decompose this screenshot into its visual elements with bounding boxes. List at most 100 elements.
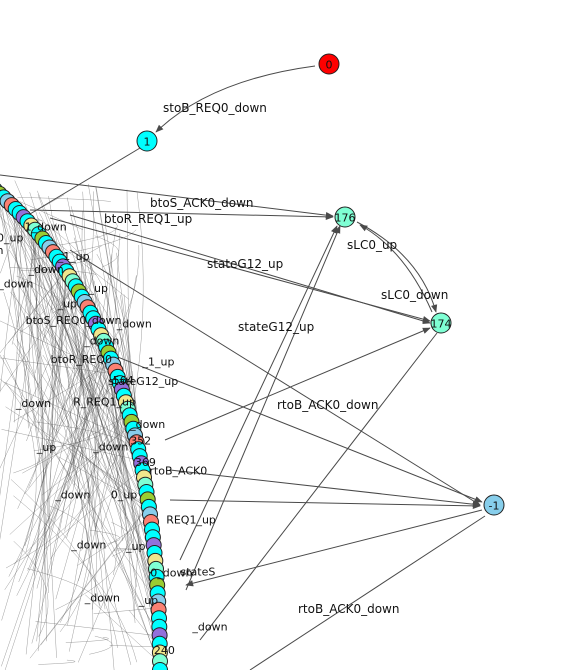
mesh-curve	[16, 338, 44, 488]
clutter-label: _down	[0, 244, 4, 257]
mesh-curve	[13, 495, 138, 663]
mesh-edge	[81, 346, 161, 645]
mesh-curve	[3, 355, 37, 553]
mesh-edge	[1, 351, 109, 667]
edge-labels: stoB_REQ0_down btoS_ACK0_down btoR_REQ1_…	[104, 101, 448, 616]
edge-arc-to-174-c	[164, 327, 431, 441]
mesh-curve	[19, 264, 52, 333]
mesh-edge	[41, 424, 133, 496]
mesh-edge	[36, 339, 104, 589]
clutter-label: _down	[15, 397, 51, 410]
mesh-edge	[24, 310, 90, 547]
clutter-label: _down	[28, 263, 64, 276]
mesh-edge	[85, 594, 161, 664]
mesh-edge	[24, 376, 118, 495]
arc-node-label: 240	[154, 644, 175, 657]
edge-label-rtob-ack0-down-b: rtoB_ACK0_down	[298, 602, 399, 616]
main-nodes: 0 1 176 174 -1	[136, 53, 505, 516]
edge-label-stob-req0-down: stoB_REQ0_down	[163, 101, 267, 115]
mesh-curve	[49, 383, 97, 610]
mesh-edge	[0, 198, 138, 492]
mesh-curve	[13, 541, 49, 637]
node-1-label: 1	[144, 136, 151, 149]
mesh-edge	[0, 285, 76, 392]
mesh-edge	[34, 265, 63, 576]
mesh-curve	[59, 437, 91, 623]
edge-0-to-1	[155, 65, 316, 133]
clutter-label: 1_down	[25, 220, 67, 233]
mesh-curve	[61, 274, 85, 539]
arc-node-label: 369	[135, 456, 156, 469]
mesh-edge	[67, 361, 113, 626]
node-0-circle	[318, 53, 340, 75]
edge-m1-to-arc	[185, 509, 483, 587]
mesh-edge	[91, 339, 104, 504]
arc-node-label: 564	[113, 374, 134, 387]
node-1[interactable]: 1	[136, 130, 158, 152]
mesh-edge	[46, 243, 110, 467]
mesh-edge	[66, 197, 160, 643]
arc-node[interactable]	[152, 662, 168, 670]
mesh-curve	[3, 291, 45, 652]
clutter-label: _1_up	[142, 356, 175, 369]
node-176-label: 176	[335, 212, 356, 225]
mesh-edge	[0, 206, 45, 473]
mesh-edge	[1, 316, 93, 621]
clutter-label: _up	[88, 282, 108, 295]
clutter-label: btoR_REQ0	[51, 353, 112, 366]
mesh-curve	[65, 446, 117, 576]
clutter-label: _down	[54, 488, 90, 501]
mesh-edge	[23, 217, 58, 371]
mesh-edge	[0, 269, 66, 354]
clutter-label: stateS	[181, 566, 216, 579]
mesh-edge	[0, 293, 81, 469]
mesh-edge	[0, 194, 109, 395]
mesh-curve	[113, 548, 136, 551]
mesh-edge	[109, 645, 160, 648]
edge-arc-to-176-b	[29, 209, 334, 221]
edge-label-stateg12-up-a: stateG12_up	[207, 257, 283, 271]
node-176-circle	[334, 206, 356, 228]
mesh-edge	[0, 230, 37, 497]
clutter-label: _up	[57, 297, 77, 310]
mesh-edge	[35, 621, 160, 637]
mesh-curve	[77, 331, 99, 582]
clutter-label: _down	[129, 418, 165, 431]
clutter-label: _down	[191, 621, 227, 634]
edge-arc-to-m1-d	[99, 349, 483, 503]
edge-label-btos-ack0-down: btoS_ACK0_down	[150, 196, 254, 210]
node-minus-1-circle	[483, 494, 505, 516]
node-0[interactable]: 0	[318, 53, 340, 75]
clutter-label: _down	[0, 278, 33, 291]
clutter-label: 0_up	[0, 232, 23, 245]
node-174[interactable]: 174	[430, 312, 452, 334]
mesh-edge	[38, 398, 160, 641]
arc-node-label: 352	[130, 435, 151, 448]
edge-1-to-arc	[29, 147, 141, 215]
node-174-circle	[430, 312, 452, 334]
mesh-curve	[65, 244, 140, 402]
mesh-edge	[0, 214, 22, 274]
mesh-curve	[49, 505, 89, 552]
edge-arc-to-m1-c	[169, 499, 481, 510]
mesh-curve	[111, 522, 132, 557]
node-minus-1[interactable]: -1	[483, 494, 505, 516]
mesh-edge	[93, 607, 159, 614]
mesh-curve	[36, 217, 111, 324]
mesh-edge	[0, 213, 161, 670]
clutter-label: rtoB_ACK0	[149, 464, 207, 477]
node-174-label: 174	[431, 318, 452, 331]
mesh-edge	[89, 311, 137, 588]
edge-label-slc0-up: sLC0_up	[347, 238, 397, 252]
mesh-curve	[51, 258, 94, 314]
mesh-curve	[23, 279, 75, 389]
mesh-curve	[59, 497, 93, 633]
clutter-label: btoS_REQ0_down	[26, 314, 122, 327]
mesh-edge	[11, 234, 40, 345]
clutter-label: _down	[83, 335, 119, 348]
mesh-edge	[82, 297, 115, 670]
clutter-label: _up	[125, 540, 145, 553]
node-176[interactable]: 176	[334, 206, 356, 228]
mesh-curve	[55, 536, 128, 610]
